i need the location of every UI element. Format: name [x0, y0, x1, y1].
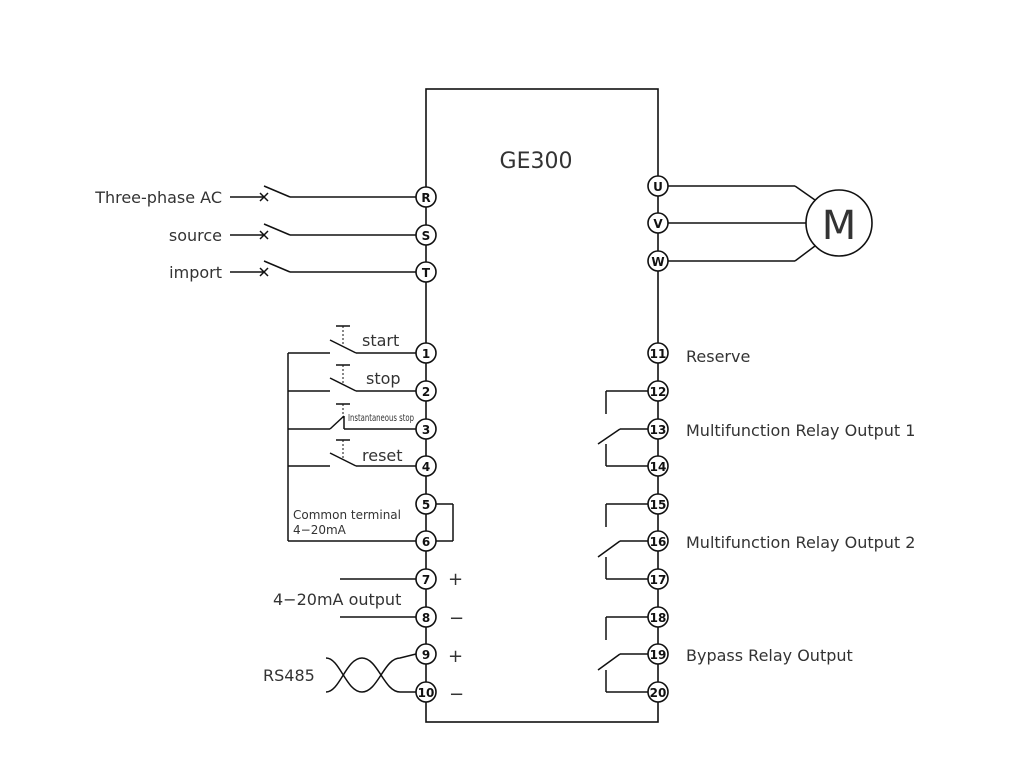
rs485-wiring: [325, 653, 417, 693]
terminal-16: 16: [647, 530, 669, 552]
terminal-5: 5: [415, 493, 437, 515]
label-reserve: Reserve: [686, 347, 750, 366]
terminal-4: 4: [415, 455, 437, 477]
switch-label-stop: stop: [366, 369, 401, 388]
terminal-12-label: 12: [650, 385, 667, 399]
terminal-11: 11: [647, 342, 669, 364]
label-bypass-relay: Bypass Relay Output: [686, 646, 853, 665]
power-input-wiring: [230, 185, 416, 277]
terminal-20: 20: [647, 681, 669, 703]
terminal-R: R: [415, 186, 437, 208]
rs485-plus: +: [448, 646, 463, 667]
terminal-U-label: U: [653, 180, 663, 194]
terminal-1-label: 1: [422, 347, 430, 361]
terminal-15: 15: [647, 493, 669, 515]
terminal-18-label: 18: [650, 611, 667, 625]
terminal-S-label: S: [422, 229, 431, 243]
terminal-19-label: 19: [650, 648, 667, 662]
rs485-minus: −: [449, 684, 464, 705]
terminal-7-label: 7: [422, 573, 430, 587]
rs485-label: RS485: [263, 666, 315, 685]
terminal-W-label: W: [651, 255, 664, 269]
terminal-4-label: 4: [422, 460, 430, 474]
terminal-17-label: 17: [650, 573, 667, 587]
terminal-11-label: 11: [650, 347, 667, 361]
terminal-12: 12: [647, 380, 669, 402]
terminal-16-label: 16: [650, 535, 667, 549]
terminal-6-label: 6: [422, 535, 430, 549]
analog-output-minus: −: [449, 608, 464, 629]
switch-label-instant-stop: Instantaneous stop: [348, 413, 414, 424]
terminal-T-label: T: [422, 266, 431, 280]
input-label-line1: Three-phase AC: [94, 188, 222, 207]
terminal-3-label: 3: [422, 423, 430, 437]
terminal-8-label: 8: [422, 611, 430, 625]
terminal-1: 1: [415, 342, 437, 364]
common-terminal-line1: Common terminal: [293, 508, 401, 522]
drive-title: GE300: [500, 149, 573, 174]
terminal-10-label: 10: [418, 686, 435, 700]
analog-output-plus: +: [448, 569, 463, 590]
terminal-19: 19: [647, 643, 669, 665]
terminal-S: S: [415, 224, 437, 246]
terminal-9: 9: [415, 643, 437, 665]
terminal-14-label: 14: [650, 460, 667, 474]
control-input-wiring: [287, 325, 454, 542]
terminal-W: W: [647, 250, 669, 272]
input-label-line3: import: [169, 263, 222, 282]
terminal-V: V: [647, 212, 669, 234]
terminal-2: 2: [415, 380, 437, 402]
label-relay-output-2: Multifunction Relay Output 2: [686, 533, 915, 552]
terminal-V-label: V: [653, 217, 663, 231]
terminal-U: U: [647, 175, 669, 197]
terminal-14: 14: [647, 455, 669, 477]
terminal-15-label: 15: [650, 498, 667, 512]
motor-label: M: [822, 203, 857, 249]
terminal-20-label: 20: [650, 686, 667, 700]
relay-wiring: [597, 390, 648, 693]
terminal-3: 3: [415, 418, 437, 440]
terminal-10: 10: [415, 681, 437, 703]
drive-body: [425, 88, 659, 723]
motor-output-wiring: [668, 185, 816, 262]
analog-output-wiring: [340, 578, 416, 618]
terminal-8: 8: [415, 606, 437, 628]
terminal-9-label: 9: [422, 648, 430, 662]
terminal-18: 18: [647, 606, 669, 628]
terminal-6: 6: [415, 530, 437, 552]
common-terminal-line2: 4−20mA: [293, 523, 347, 537]
motor-symbol: [805, 189, 873, 257]
terminal-17: 17: [647, 568, 669, 590]
terminal-7: 7: [415, 568, 437, 590]
terminal-T: T: [415, 261, 437, 283]
analog-output-label: 4−20mA output: [273, 590, 401, 609]
switch-label-reset: reset: [362, 446, 403, 465]
terminal-2-label: 2: [422, 385, 430, 399]
terminal-13-label: 13: [650, 423, 667, 437]
terminal-13: 13: [647, 418, 669, 440]
input-label-line2: source: [169, 226, 222, 245]
label-relay-output-1: Multifunction Relay Output 1: [686, 421, 915, 440]
switch-label-start: start: [362, 331, 399, 350]
terminal-5-label: 5: [422, 498, 430, 512]
terminal-R-label: R: [421, 191, 430, 205]
